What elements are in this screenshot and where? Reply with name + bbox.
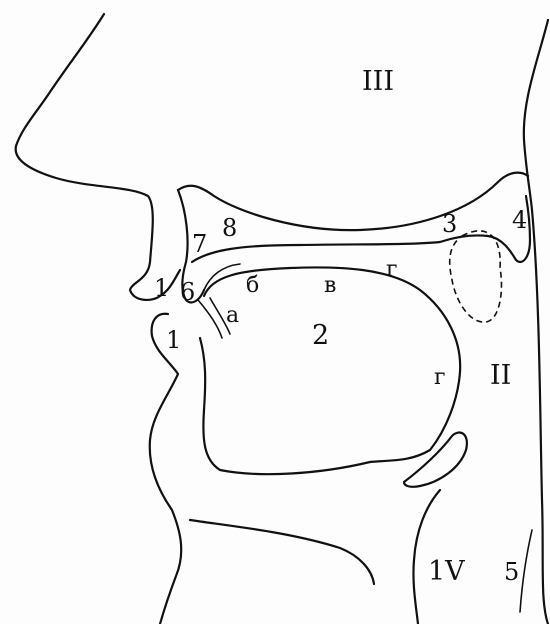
label-8: 8 (222, 214, 237, 242)
label-a: a (226, 303, 239, 328)
trachea-mark (520, 530, 532, 612)
label-6: 6 (180, 278, 195, 306)
label-7: 7 (192, 230, 207, 258)
label-1-lower-lip: 1 (166, 326, 181, 354)
label-g-upper: г (386, 257, 398, 282)
pharynx-wall (524, 20, 548, 624)
lower-lip-chin (150, 314, 181, 624)
face-profile (16, 14, 180, 300)
tongue-tip (198, 300, 222, 338)
mouth-floor (200, 338, 370, 474)
label-region-III: III (362, 66, 394, 97)
label-g: г (434, 365, 446, 390)
label-3: 3 (442, 210, 457, 238)
label-b: б (246, 273, 259, 298)
jaw-underside (190, 520, 374, 584)
label-4: 4 (512, 206, 527, 234)
epiglottis (404, 432, 467, 486)
label-5: 5 (504, 558, 519, 586)
tonsil-outline (450, 231, 502, 322)
label-1-upper-lip: 1 (154, 274, 169, 302)
label-region-II: II (490, 360, 511, 391)
label-region-IV: 1V (428, 556, 465, 587)
label-v: в (324, 273, 336, 298)
label-2: 2 (312, 320, 329, 351)
